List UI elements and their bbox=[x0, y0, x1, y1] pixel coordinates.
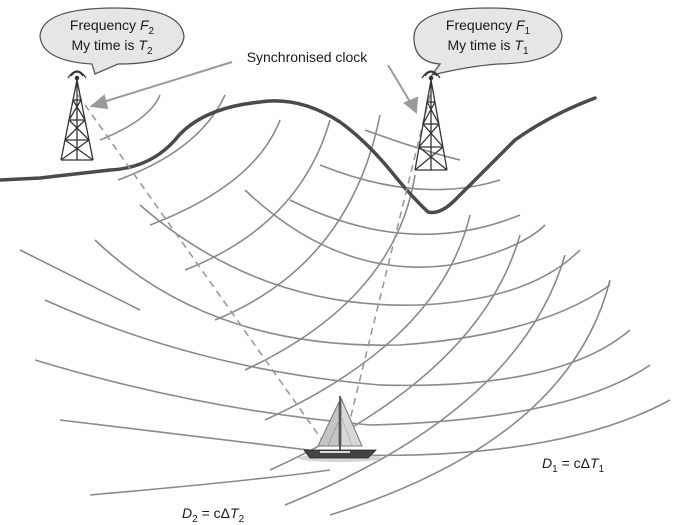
speech-bubble-tower-1: Frequency F1 My time is T1 bbox=[413, 7, 563, 77]
wavefront-tx2-10 bbox=[329, 279, 611, 516]
wavefront-tx1-11 bbox=[89, 469, 331, 496]
wavefront-tx2-4 bbox=[184, 119, 331, 271]
bubble-line-2: My time is T2 bbox=[71, 37, 152, 57]
radio-tower-icon bbox=[60, 70, 94, 161]
bubble-line-1: Frequency F2 bbox=[70, 17, 155, 37]
clock-arrows bbox=[89, 61, 419, 114]
wavefront-tx2-9 bbox=[284, 254, 566, 506]
wavefronts-from-tower-1 bbox=[19, 129, 671, 496]
wavefronts-from-tower-2 bbox=[99, 94, 611, 516]
speech-bubble-tower-2: Frequency F2 My time is T2 bbox=[39, 7, 185, 75]
bubble-line-1: Frequency F1 bbox=[446, 17, 531, 37]
wavefront-tx1-4 bbox=[244, 189, 546, 268]
clock-arrowhead-right bbox=[403, 96, 419, 114]
speech-bubble-shape bbox=[413, 7, 563, 77]
wavefront-tx2-8 bbox=[269, 234, 521, 471]
distance-lines bbox=[77, 94, 431, 441]
wavefront-tx2-7 bbox=[264, 214, 471, 421]
wavefront-tx2-6 bbox=[244, 174, 416, 371]
bubble-line-2: My time is T1 bbox=[447, 37, 528, 57]
wavefront-tx1-7 bbox=[44, 299, 631, 387]
wavefront-tx1-3 bbox=[289, 199, 521, 236]
clock-arrow-right bbox=[387, 64, 413, 106]
sailboat-icon bbox=[298, 396, 382, 462]
wavefront-tx1-10 bbox=[19, 249, 141, 311]
distance-line-2 bbox=[77, 94, 323, 441]
wavefront-tx2-2 bbox=[117, 94, 226, 181]
wavefront-tx2-3 bbox=[149, 119, 281, 226]
radio-tower-icon bbox=[414, 70, 448, 171]
distance-label-d2: D2 = cΔT2 bbox=[182, 505, 245, 525]
wavefront-tx2-5 bbox=[214, 114, 381, 321]
synchronised-clock-label: Synchronised clock bbox=[247, 49, 369, 65]
coastline bbox=[0, 96, 597, 215]
wavefront-tx1-2 bbox=[319, 164, 501, 191]
speech-bubble-shape bbox=[39, 7, 185, 75]
wavefront-tx1-6 bbox=[94, 239, 611, 347]
distance-label-d1: D1 = cΔT1 bbox=[542, 455, 605, 475]
clock-arrowhead-left bbox=[89, 94, 109, 110]
wavefront-tx1-8 bbox=[34, 359, 651, 426]
wavefront-tx2-1 bbox=[99, 94, 161, 141]
wavefront-tx1-9 bbox=[59, 399, 671, 457]
clock-arrow-left bbox=[99, 61, 233, 104]
wavefront-tx1-5 bbox=[139, 204, 581, 307]
